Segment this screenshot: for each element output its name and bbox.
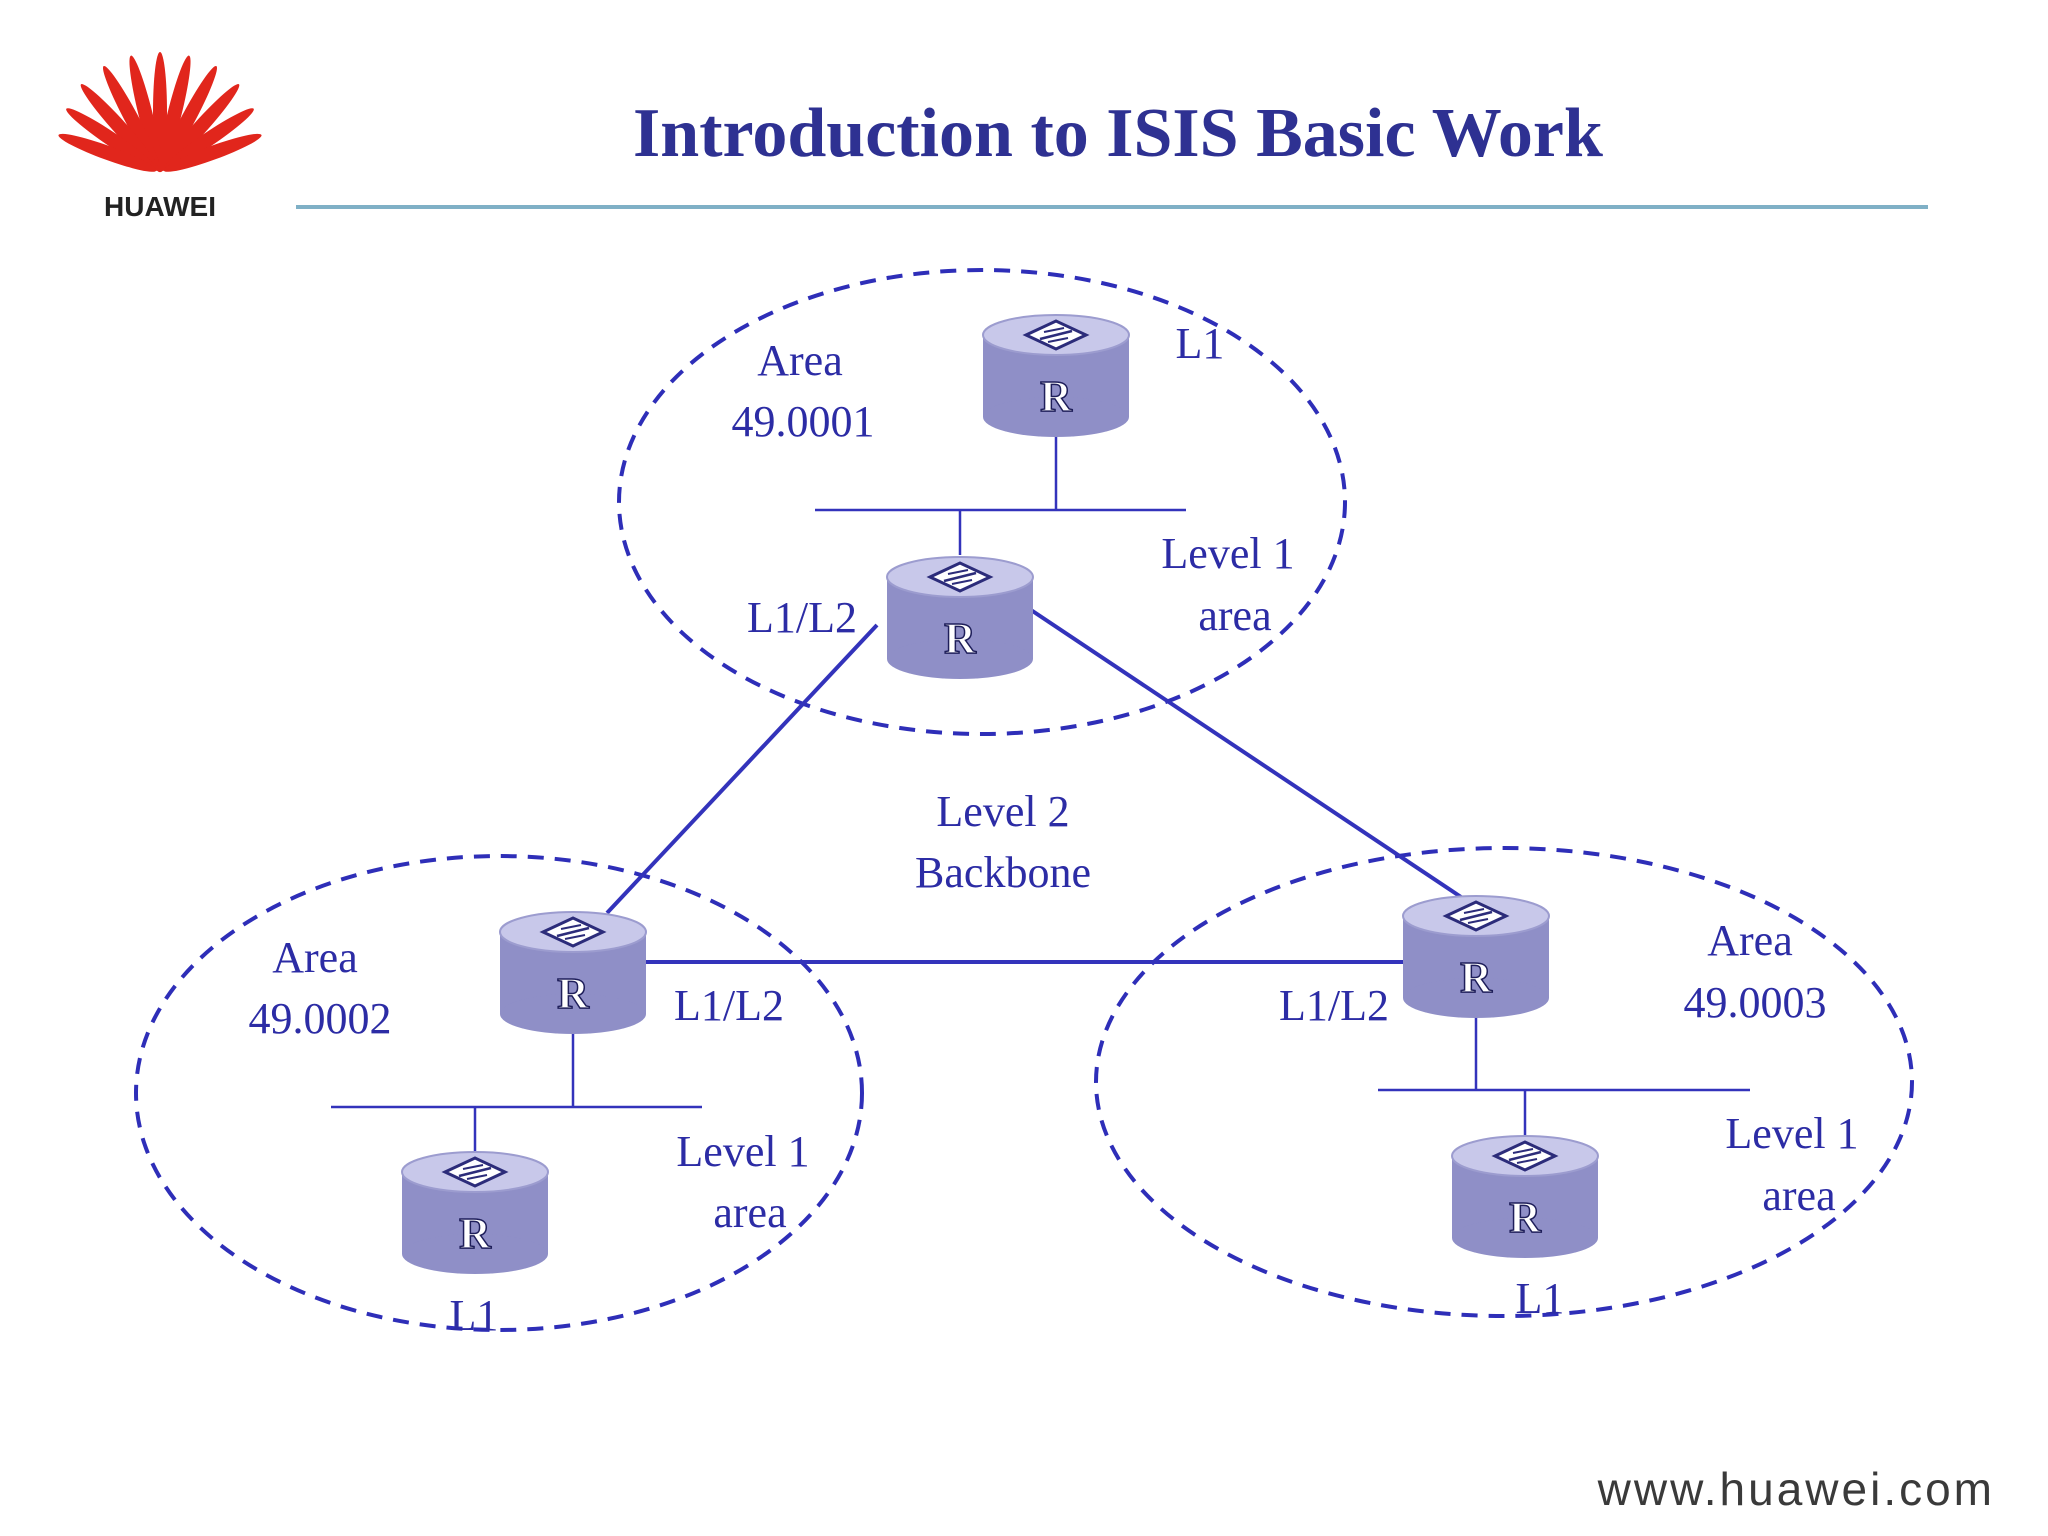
- area-49-0001-boundary: [617, 268, 1347, 736]
- logo-wordmark: HUAWEI: [104, 191, 216, 222]
- level-label: Level 1: [1725, 1109, 1858, 1158]
- svg-text:R: R: [459, 1209, 492, 1258]
- area-id-label: 49.0001: [732, 397, 875, 446]
- router-icon: R: [1450, 1134, 1600, 1260]
- link-area1-area2: [605, 623, 879, 915]
- area-label: Area: [757, 336, 843, 385]
- link-area1-area3: [1023, 604, 1463, 899]
- svg-text:R: R: [1040, 372, 1073, 421]
- router-icon: R: [885, 555, 1035, 681]
- level-label: Level 1: [1161, 529, 1294, 578]
- petal-fan-icon: [58, 52, 262, 173]
- router-role-label: L1/L2: [1279, 981, 1389, 1030]
- svg-text:R: R: [557, 969, 590, 1018]
- backbone-label: Backbone: [915, 848, 1091, 897]
- area-id-label: 49.0002: [249, 994, 392, 1043]
- area-49-0002-boundary: [134, 854, 864, 1332]
- level-2-links: [605, 604, 1463, 964]
- router-role-label: L1: [450, 1291, 499, 1340]
- slide-title: Introduction to ISIS Basic Work: [633, 95, 1603, 172]
- level-area-label: area: [1198, 591, 1271, 640]
- area1-lan: [815, 432, 1186, 555]
- router-role-label: L1: [1516, 1274, 1565, 1323]
- svg-text:R: R: [1460, 953, 1493, 1002]
- area-49-0003-boundary: [1094, 846, 1914, 1318]
- router-role-label: L1: [1176, 319, 1225, 368]
- level-area-label: area: [713, 1188, 786, 1237]
- huawei-logo: HUAWEI: [58, 52, 262, 222]
- area-label: Area: [1707, 916, 1793, 965]
- router-icon: R: [981, 313, 1131, 439]
- router-role-label: L1/L2: [747, 593, 857, 642]
- router-role-label: L1/L2: [674, 981, 784, 1030]
- backbone-level-label: Level 2: [936, 787, 1069, 836]
- footer-url: www.huawei.com: [1597, 1463, 1995, 1515]
- area-label: Area: [272, 933, 358, 982]
- area2-lan: [331, 1028, 702, 1155]
- level-label: Level 1: [676, 1127, 809, 1176]
- router-icon: R: [400, 1150, 550, 1276]
- svg-text:R: R: [944, 614, 977, 663]
- area3-lan: [1378, 1012, 1750, 1137]
- router-icon: R: [498, 910, 648, 1036]
- router-icon: R: [1401, 894, 1551, 1020]
- svg-text:R: R: [1509, 1193, 1542, 1242]
- level-area-label: area: [1762, 1171, 1835, 1220]
- area-id-label: 49.0003: [1684, 978, 1827, 1027]
